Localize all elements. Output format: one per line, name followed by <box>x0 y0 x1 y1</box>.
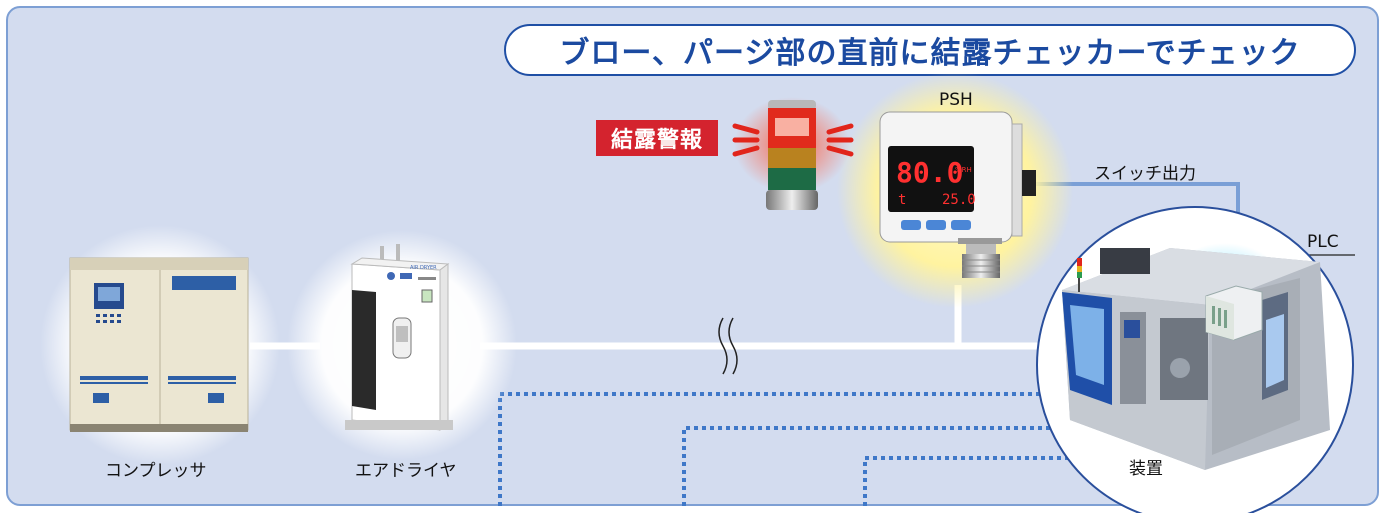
psh-sensor-image <box>879 111 1036 278</box>
page-title: ブロー、パージ部の直前に結露チェッカーでチェック <box>504 24 1356 76</box>
dotted-line-2 <box>682 426 1072 506</box>
dryer-badge: AIR DRYER <box>410 265 437 271</box>
signal-tower-image <box>734 97 850 210</box>
plc-image <box>1205 285 1263 341</box>
alarm-badge: 結露警報 <box>596 120 718 156</box>
machine-label: 装置 <box>1129 459 1163 479</box>
psh-unit: %RH <box>955 166 972 174</box>
switch-output-label: スイッチ出力 <box>1094 164 1196 184</box>
sensor-label: PSH <box>939 90 973 110</box>
dotted-line-3 <box>863 456 1085 506</box>
compressor-label: コンプレッサ <box>105 461 207 481</box>
air-dryer-image <box>345 244 453 431</box>
pipe-break-symbol <box>718 317 738 375</box>
dotted-line-1 <box>498 392 1060 506</box>
psh-sub-reading: 25.0 <box>942 192 976 208</box>
plc-label: PLC <box>1307 232 1339 252</box>
compressor-image <box>69 257 249 432</box>
alarm-rays <box>732 123 854 157</box>
psh-sub-prefix: t <box>898 192 906 208</box>
dryer-label: エアドライヤ <box>355 461 457 481</box>
psh-main-reading: 80.0 <box>896 156 963 189</box>
